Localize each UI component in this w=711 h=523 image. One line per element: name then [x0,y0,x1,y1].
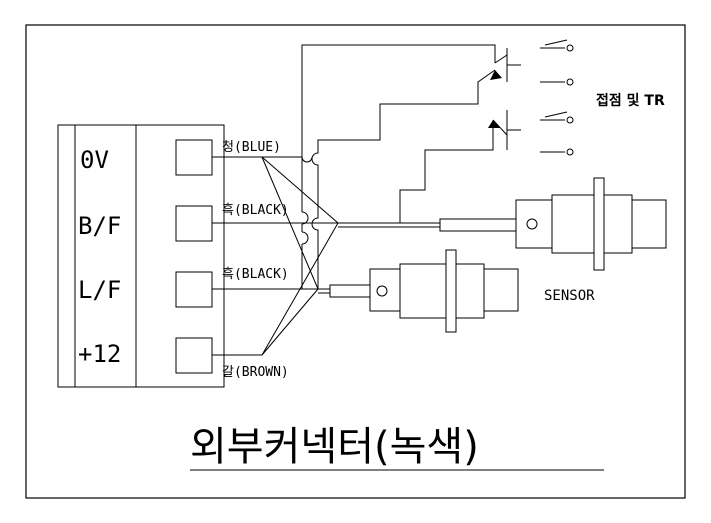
terminal-label-lf: L/F [78,276,121,304]
contacts-label: 접점 및 TR [596,92,665,109]
sensor-right [439,177,667,271]
terminal-0v [175,139,213,176]
terminal-bf [175,205,213,242]
wire-label-black-2: 흑(BLACK) [222,267,289,282]
terminal-label-12v: +12 [78,340,121,368]
terminal-12v [175,337,213,374]
terminal-label-bf: B/F [78,212,121,240]
terminal-lf [175,271,213,308]
relay-contacts [540,39,574,156]
terminal-block: 0V B/F L/F +12 [57,124,225,388]
wiring [212,44,521,356]
sensor-left [329,249,519,333]
terminal-label-0v: 0V [80,146,109,174]
sensor-label: SENSOR [544,288,595,304]
drawing-frame [25,24,686,499]
wire-label-black-1: 흑(BLACK) [222,203,289,218]
page-title: 외부커넥터(녹색) [190,424,479,470]
wire-label-brown: 갈(BROWN) [222,365,289,380]
wire-label-blue: 청(BLUE) [222,140,281,155]
